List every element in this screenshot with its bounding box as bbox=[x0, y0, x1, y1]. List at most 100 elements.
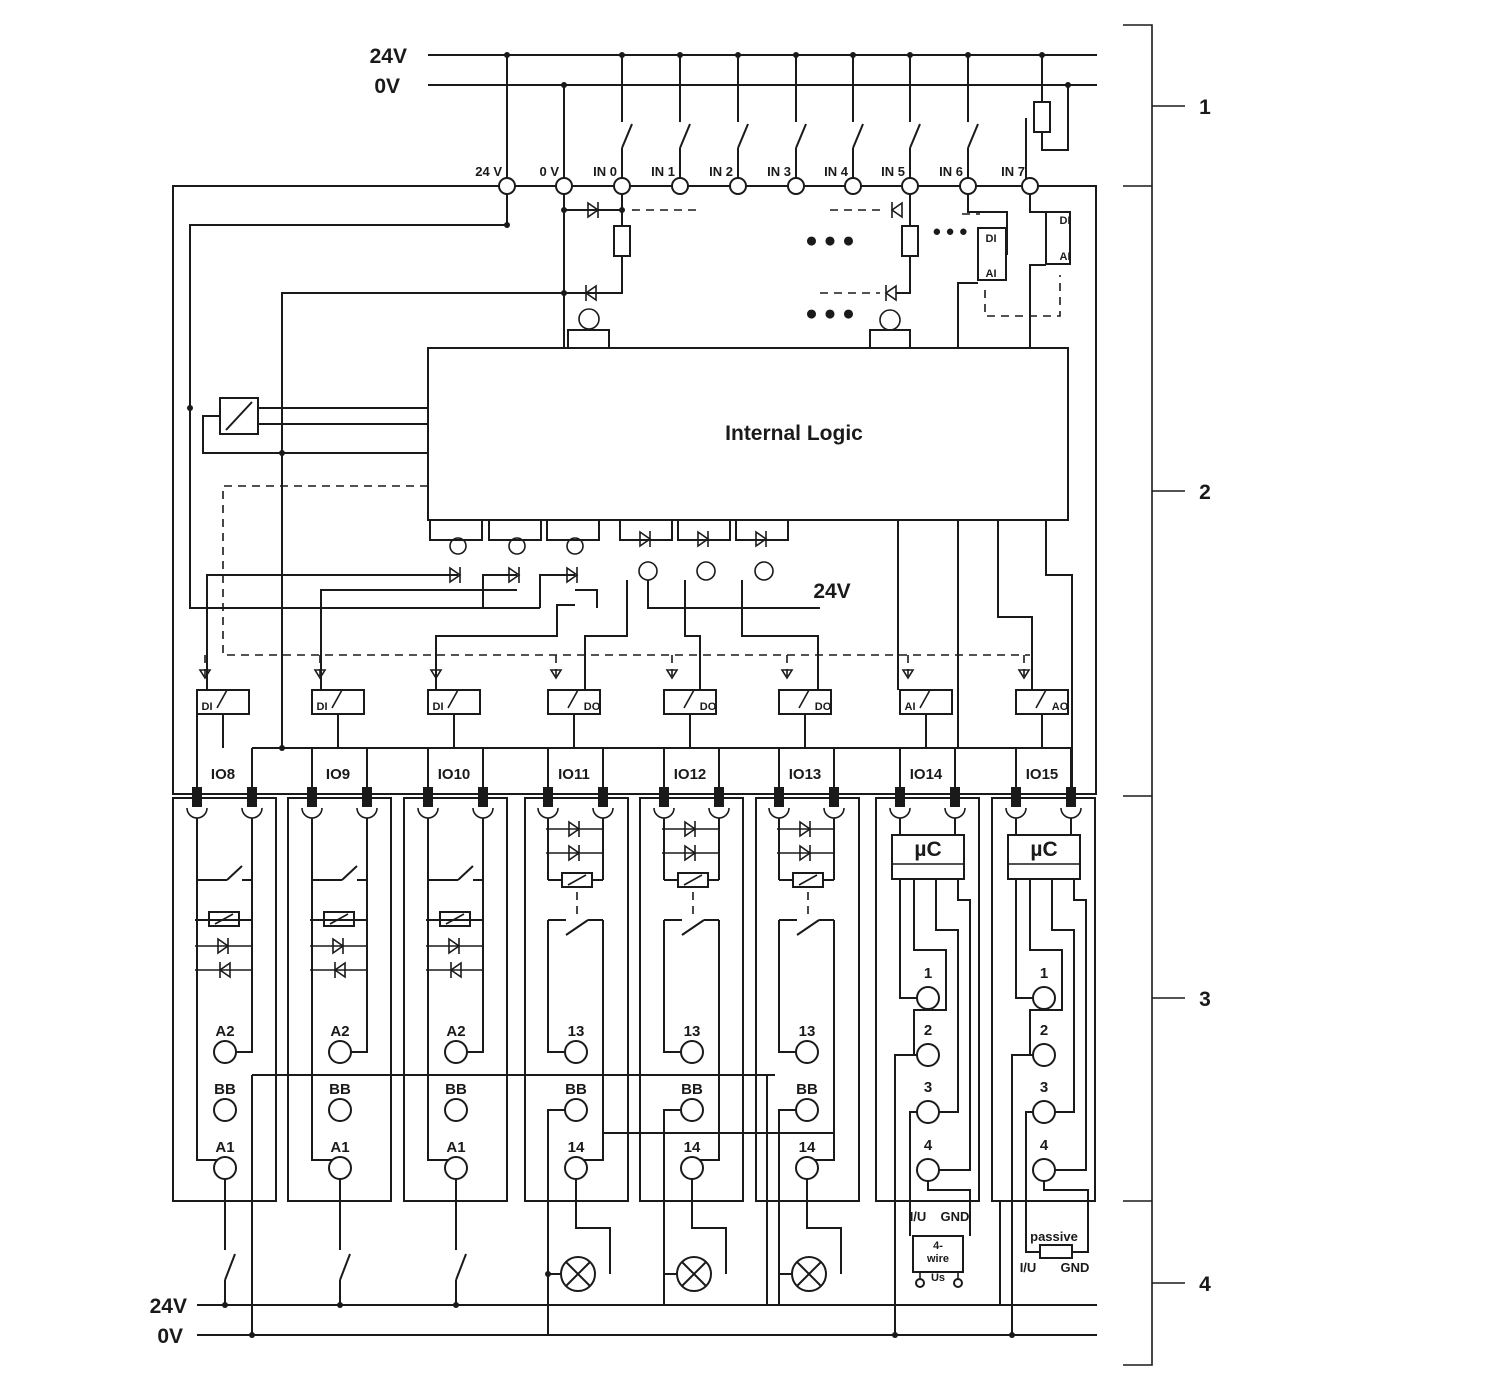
relay-wire bbox=[427, 880, 456, 1161]
module-terminal bbox=[1032, 986, 1056, 1010]
top-24v-label: 24V bbox=[370, 45, 407, 68]
arrow-icon bbox=[780, 669, 794, 680]
phototransistor-icon bbox=[696, 561, 716, 581]
plug-socket bbox=[653, 807, 675, 819]
plug-socket bbox=[592, 807, 614, 819]
top-terminal-label: 0 V bbox=[539, 164, 559, 179]
relay-wire bbox=[196, 880, 225, 1161]
mode-switch bbox=[798, 689, 810, 709]
module-terminal bbox=[328, 1098, 352, 1122]
junction-dot bbox=[337, 1302, 343, 1308]
stage-connector bbox=[735, 520, 789, 541]
plug-socket bbox=[1005, 807, 1027, 819]
di-wire bbox=[320, 589, 517, 690]
connector-post bbox=[478, 787, 488, 807]
ellipsis-small: ● ● ● bbox=[932, 223, 968, 240]
connector-post bbox=[1066, 787, 1076, 807]
uc-wire bbox=[899, 879, 917, 999]
terminal-label: BB bbox=[445, 1081, 467, 1098]
arrow-icon bbox=[665, 669, 679, 680]
relay-contact bbox=[457, 865, 474, 881]
junction-dot bbox=[677, 52, 683, 58]
connector-post bbox=[247, 787, 257, 807]
connector-post bbox=[714, 787, 724, 807]
di-wire bbox=[482, 574, 517, 608]
us-terminal bbox=[915, 1278, 925, 1288]
sensor-4wire-line1: 4- bbox=[933, 1240, 943, 1252]
sensor-4wire-line2: wire bbox=[926, 1253, 949, 1265]
in6-di-label: DI bbox=[986, 233, 997, 245]
uc-wire bbox=[1051, 879, 1075, 1113]
plug-socket bbox=[356, 807, 378, 819]
stage-connector bbox=[546, 520, 600, 541]
plug-socket bbox=[241, 807, 263, 819]
junction-dot bbox=[279, 745, 285, 751]
terminal-label: 2 bbox=[924, 1022, 932, 1039]
diode-icon bbox=[755, 530, 768, 548]
module-terminal bbox=[213, 1040, 237, 1064]
sensor-wire bbox=[1011, 1054, 1033, 1335]
relay-contact bbox=[341, 865, 358, 881]
junction-dot bbox=[279, 450, 285, 456]
section-label: 1 bbox=[1199, 96, 1211, 119]
relay-contact bbox=[796, 919, 820, 936]
terminal-label: 13 bbox=[799, 1023, 816, 1040]
terminal-label: 1 bbox=[924, 965, 932, 982]
module-terminal bbox=[680, 1156, 704, 1180]
phototransistor-icon bbox=[638, 561, 658, 581]
terminal-label: 14 bbox=[568, 1139, 585, 1156]
top-terminal-0 bbox=[498, 177, 516, 195]
switch-contact bbox=[852, 123, 864, 149]
junction-dot bbox=[1009, 1332, 1015, 1338]
field-switch bbox=[455, 1253, 467, 1281]
top-terminal-label: IN 7 bbox=[1001, 164, 1025, 179]
arrow-icon bbox=[1017, 669, 1031, 680]
transistor-icon bbox=[566, 537, 584, 555]
module-terminal bbox=[916, 986, 940, 1010]
terminal-label: BB bbox=[565, 1081, 587, 1098]
io-mode-label: DO bbox=[700, 701, 717, 713]
do-wire bbox=[647, 580, 783, 609]
switch-contact bbox=[737, 123, 749, 149]
connector-post bbox=[423, 787, 433, 807]
mode-switch bbox=[1035, 689, 1047, 709]
io-channel-name: IO15 bbox=[1026, 766, 1059, 783]
junction-dot bbox=[504, 222, 510, 228]
relay-contact bbox=[565, 919, 589, 936]
lamp-wire bbox=[691, 1179, 727, 1274]
lamp-cross bbox=[681, 1261, 707, 1287]
module-terminal bbox=[1032, 1158, 1056, 1182]
ellipsis-lower: ● ● ● bbox=[805, 302, 855, 325]
io-channel-name: IO11 bbox=[558, 766, 590, 783]
module-terminal bbox=[916, 1043, 940, 1067]
switch-contact bbox=[909, 123, 921, 149]
module-terminal bbox=[564, 1040, 588, 1064]
junction-dot bbox=[187, 405, 193, 411]
module-terminal bbox=[213, 1098, 237, 1122]
module-terminal bbox=[795, 1156, 819, 1180]
do-wire bbox=[584, 580, 628, 690]
junction-dot bbox=[793, 52, 799, 58]
sensor-passive-gnd: GND bbox=[1061, 1260, 1090, 1275]
io-mode-label: DI bbox=[433, 701, 444, 713]
in7-di-label: DI bbox=[1060, 215, 1071, 227]
di-wire bbox=[575, 589, 598, 608]
di-wire bbox=[206, 574, 458, 690]
us-terminal bbox=[953, 1278, 963, 1288]
top-terminal-8 bbox=[959, 177, 977, 195]
terminal-label: A2 bbox=[446, 1023, 465, 1040]
di-wire bbox=[539, 574, 575, 608]
relay-wire bbox=[576, 920, 604, 1161]
plug-socket bbox=[186, 807, 208, 819]
module-terminal bbox=[328, 1156, 352, 1180]
junction-dot bbox=[545, 1271, 551, 1277]
module-terminal bbox=[444, 1156, 468, 1180]
terminal-label: BB bbox=[214, 1081, 236, 1098]
plug-socket bbox=[944, 807, 966, 819]
relay-contact bbox=[226, 865, 243, 881]
plug-socket bbox=[889, 807, 911, 819]
top-terminal-7 bbox=[901, 177, 919, 195]
sensor-4wire-iu: I/U bbox=[910, 1209, 927, 1224]
ellipsis-upper: ● ● ● bbox=[805, 229, 855, 252]
